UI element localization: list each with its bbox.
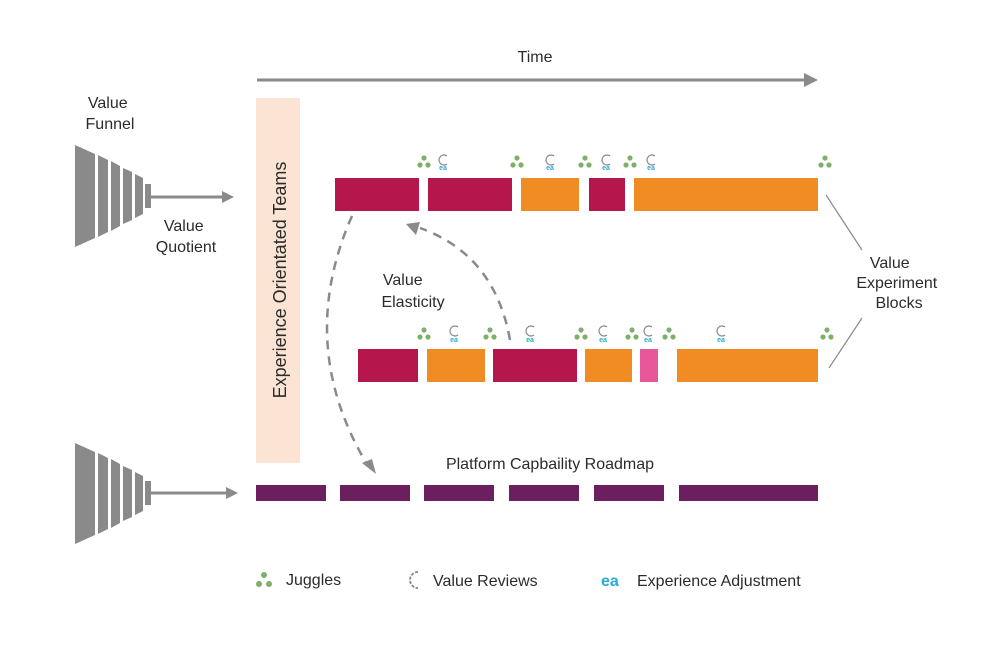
- legend-juggles-label: Juggles: [286, 572, 341, 589]
- value-review-icon: ea: [545, 154, 555, 172]
- value-funnel-line-1: Value: [88, 95, 128, 112]
- value-review-icon: ea: [601, 154, 611, 172]
- svg-text:ea: ea: [644, 337, 652, 344]
- experience-teams-label: Experience Orientated Teams: [270, 162, 290, 399]
- value-review-icon: ea: [646, 154, 656, 172]
- platform-roadmap-label: Platform Capbaility Roadmap: [446, 456, 654, 473]
- time-label: Time: [518, 49, 553, 66]
- legend: Juggles Value Reviews ea Experience Adju…: [256, 571, 801, 590]
- svg-text:ea: ea: [599, 337, 607, 344]
- platform-funnel-bottom: [75, 443, 151, 544]
- ea-legend-icon: ea: [601, 573, 619, 590]
- svg-text:ea: ea: [602, 165, 610, 172]
- experiment-block: [640, 349, 658, 382]
- value-quotient-line-1: Value: [164, 218, 204, 235]
- experiment-block: [493, 349, 577, 382]
- juggles-icon: [417, 327, 431, 340]
- value-review-icon: ea: [525, 325, 535, 344]
- experiment-blocks-line-1: Value: [870, 255, 910, 272]
- value-review-legend-icon: [409, 571, 419, 589]
- legend-value-reviews-label: Value Reviews: [433, 573, 538, 590]
- value-review-icon: ea: [438, 154, 448, 172]
- experiment-row-bottom: [358, 349, 818, 382]
- experiment-block: [585, 349, 632, 382]
- svg-text:ea: ea: [647, 165, 655, 172]
- experiment-block: [677, 349, 818, 382]
- value-review-icon: ea: [598, 325, 608, 344]
- value-funnel-top: [75, 145, 151, 247]
- value-quotient-label: Value Quotient: [156, 218, 217, 256]
- roadmap-block: [594, 485, 664, 501]
- value-review-icon: ea: [716, 325, 726, 344]
- juggles-icon: [820, 327, 834, 340]
- experience-teams-column: [256, 98, 300, 463]
- roadmap-block: [679, 485, 818, 501]
- time-arrow: [257, 73, 818, 87]
- experiment-row-top: [335, 178, 818, 211]
- funnel-output-arrow-top: [151, 191, 234, 203]
- value-elasticity-line-2: Elasticity: [381, 294, 444, 311]
- juggles-icon: [578, 155, 592, 168]
- juggles-icon: [510, 155, 524, 168]
- svg-text:ea: ea: [546, 165, 554, 172]
- legend-experience-adjustment-label: Experience Adjustment: [637, 573, 801, 590]
- experiment-block: [427, 349, 485, 382]
- value-elasticity-label: Value Elasticity: [381, 272, 444, 311]
- juggles-icon: [483, 327, 497, 340]
- experiment-block: [589, 178, 625, 211]
- juggles-icon: [662, 327, 676, 340]
- platform-roadmap-row: [256, 485, 818, 501]
- roadmap-block: [340, 485, 410, 501]
- experiment-block: [335, 178, 419, 211]
- experiment-block: [634, 178, 818, 211]
- value-review-icon: ea: [449, 325, 459, 344]
- juggles-icon: [417, 155, 431, 168]
- value-review-icon: ea: [643, 325, 653, 344]
- funnel-output-arrow-bottom: [151, 487, 238, 499]
- value-quotient-line-2: Quotient: [156, 239, 217, 256]
- svg-text:ea: ea: [717, 337, 725, 344]
- value-funnel-line-2: Funnel: [86, 116, 135, 133]
- juggles-icon: [625, 327, 639, 340]
- juggles-icon: [623, 155, 637, 168]
- platform-dependency-arrow: [325, 215, 376, 474]
- value-experiment-blocks-label: Value Experiment Blocks: [856, 255, 941, 312]
- roadmap-block: [509, 485, 579, 501]
- juggles-icon: [574, 327, 588, 340]
- juggles-icon: [818, 155, 832, 168]
- value-elasticity-line-1: Value: [383, 272, 423, 289]
- experiment-blocks-connectors: [825, 194, 863, 369]
- experiment-block: [521, 178, 579, 211]
- svg-text:ea: ea: [439, 165, 447, 172]
- svg-text:ea: ea: [450, 337, 458, 344]
- juggles-legend-icon: [256, 572, 272, 587]
- experiment-blocks-line-2: Experiment: [856, 275, 937, 292]
- roadmap-block: [256, 485, 326, 501]
- experiment-block: [428, 178, 512, 211]
- svg-text:ea: ea: [526, 337, 534, 344]
- roadmap-block: [424, 485, 494, 501]
- experiment-blocks-line-3: Blocks: [875, 295, 922, 312]
- experiment-block: [358, 349, 418, 382]
- elasticity-arrow-up: [406, 222, 512, 341]
- value-funnel-label: Value Funnel: [86, 95, 135, 133]
